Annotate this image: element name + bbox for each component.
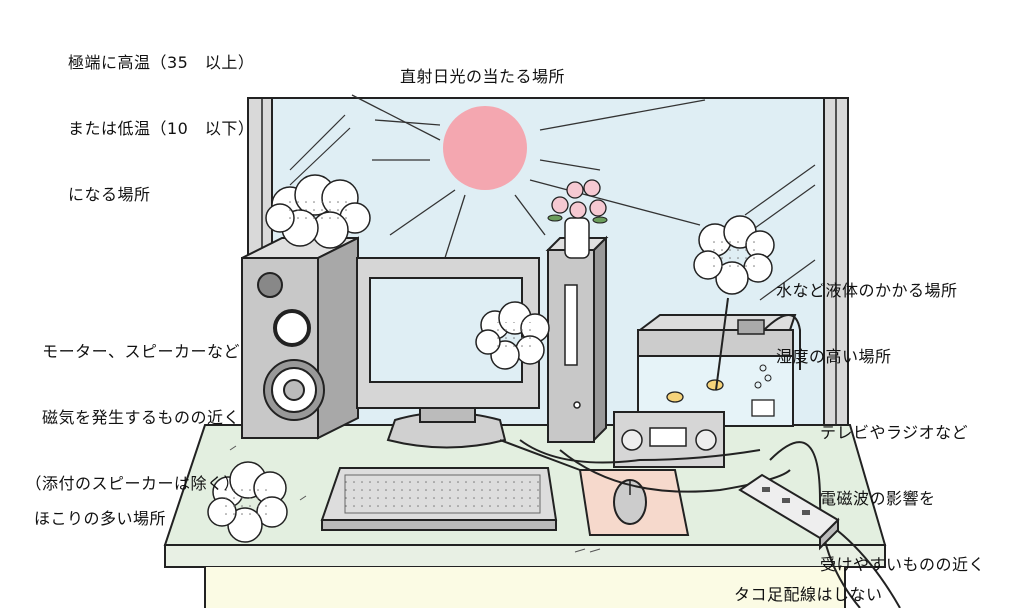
cloud-aquarium [693, 215, 775, 295]
sun [351, 94, 706, 306]
label-electromagnetic-line2: 電磁波の影響を [820, 489, 936, 508]
label-magnetic-line1: モーター、スピーカーなど [42, 342, 240, 361]
label-temperature-line1: 極端に高温（35 以上） [68, 53, 255, 72]
cloud-top-left [265, 174, 371, 249]
power-strip [738, 473, 840, 551]
dust-clouds [207, 174, 775, 543]
pc-tower [545, 179, 609, 443]
label-sunlight: 直射日光の当たる場所 [400, 67, 566, 86]
mousepad [578, 469, 690, 536]
keyboard [320, 467, 558, 531]
label-liquid-line1: 水など液体のかかる場所 [776, 281, 958, 300]
label-magnetic-line3: （添付のスピーカーは除く） [25, 474, 240, 493]
label-temperature: 極端に高温（35 以上） または低温（10 以下） になる場所 [68, 8, 254, 228]
sun-disc [443, 106, 527, 190]
label-electromagnetic-line1: テレビやラジオなど [820, 423, 969, 442]
label-liquid: 水など液体のかかる場所 湿度の高い場所 [776, 236, 958, 390]
label-electromagnetic: テレビやラジオなど 電磁波の影響を 受けやすいものの近く [820, 378, 985, 598]
cloud-monitor [475, 301, 550, 370]
label-liquid-line2: 湿度の高い場所 [776, 347, 892, 366]
label-magnetic: モーター、スピーカーなど 磁気を発生するものの近く （添付のスピーカーは除く） [4, 297, 240, 517]
cloud-dust [207, 461, 288, 543]
label-dust: ほこりの多い場所 [34, 509, 167, 528]
label-temperature-line2: または低温（10 以下） [68, 119, 255, 138]
label-magnetic-line2: 磁気を発生するものの近く [41, 408, 240, 427]
label-electromagnetic-line3: 受けやすいものの近く [820, 555, 986, 574]
label-temperature-line3: になる場所 [68, 185, 151, 204]
monitor [356, 257, 540, 449]
speaker [241, 236, 359, 440]
label-octopus: タコ足配線はしない [734, 585, 883, 604]
